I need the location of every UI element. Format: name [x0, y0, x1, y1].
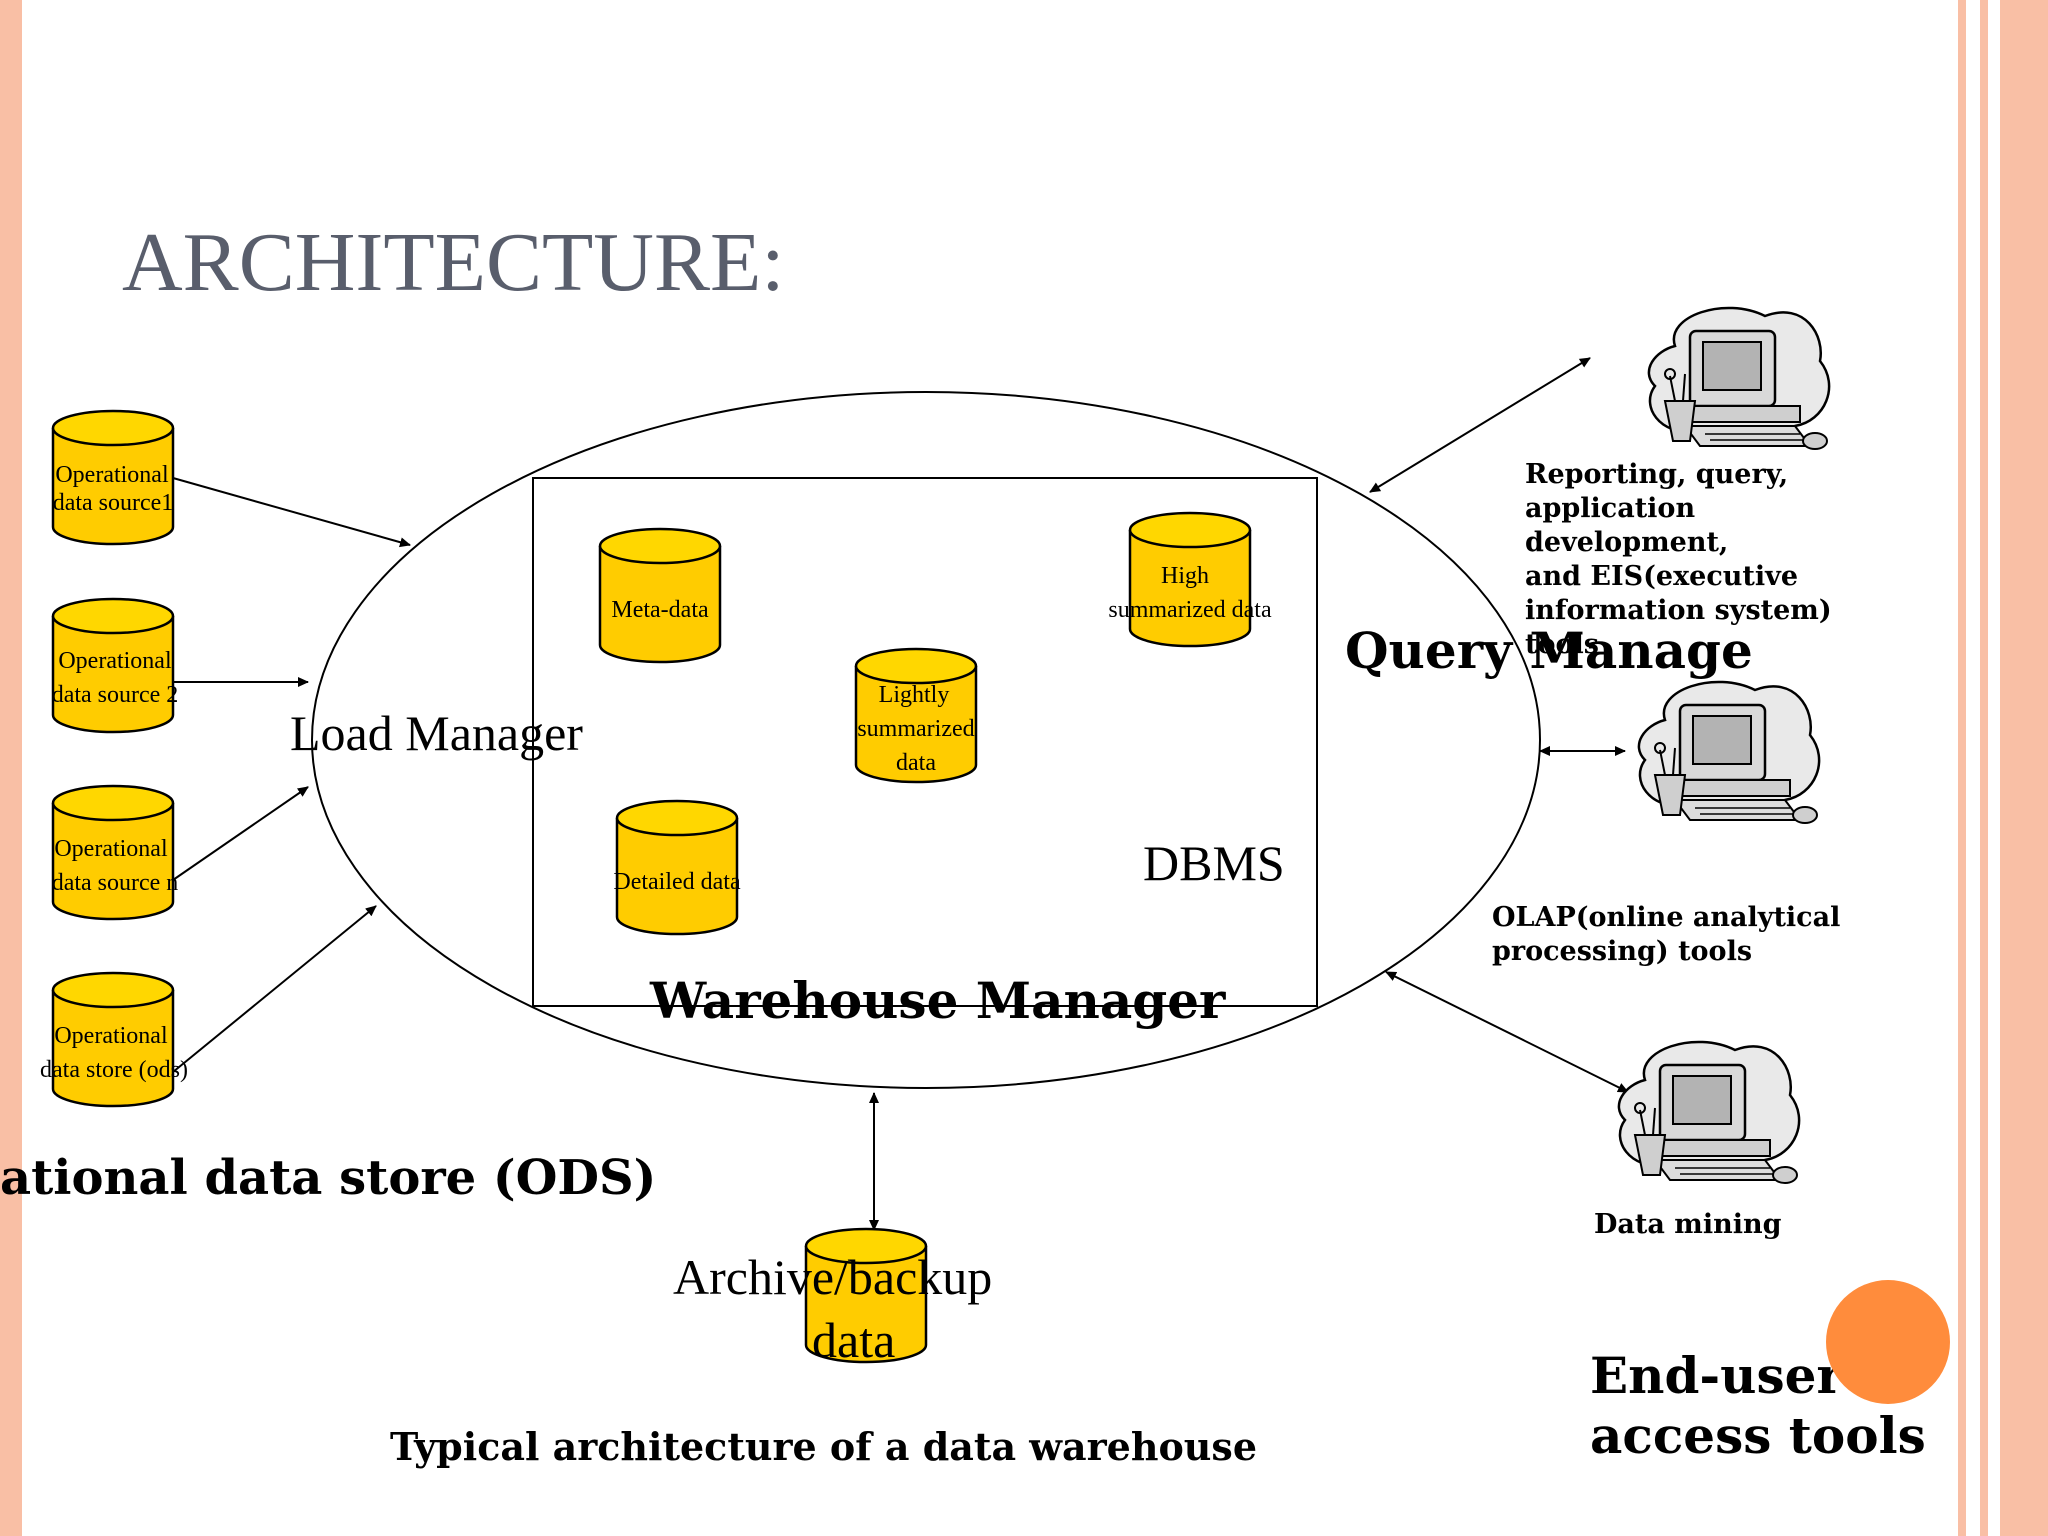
reporting-line-6: tools [1525, 629, 1599, 660]
end-user-line-2: access tools [1590, 1406, 1926, 1465]
arrow-source1 [172, 477, 411, 548]
arrow-data-mining [1385, 971, 1629, 1093]
end-user-line-1: End-user [1590, 1346, 1843, 1405]
lightly-summarized-line1: Lightly [879, 682, 950, 708]
meta-data-label: Meta-data [611, 597, 709, 623]
source-n-line1: Operational [54, 836, 168, 862]
olap-line-2: processing) tools [1492, 936, 1752, 967]
detailed-data-label: Detailed data [613, 869, 741, 895]
arrow-reporting-tools [1369, 357, 1591, 493]
dbms-label: DBMS [1143, 835, 1285, 891]
olap-computer-icon [1637, 680, 1821, 825]
source-1-line1: Operational [55, 462, 169, 488]
archive-line2: data [812, 1312, 895, 1368]
source-1-line2: data source1 [53, 490, 174, 516]
source-2-line1: Operational [58, 648, 172, 674]
reporting-line-5: information system) [1525, 595, 1832, 626]
source-n-line2: data source n [52, 870, 179, 896]
high-summarized-line1: High [1161, 563, 1209, 589]
source-2-line2: data source 2 [52, 682, 179, 708]
warehouse-manager-label: Warehouse Manager [649, 971, 1226, 1030]
arrow-source-n [172, 786, 309, 881]
data-mining-computer-icon [1617, 1040, 1801, 1185]
right-border-stripe-2 [1980, 0, 1988, 1536]
reporting-line-4: and EIS(executive [1525, 561, 1798, 592]
olap-line-1: OLAP(online analytical [1492, 902, 1840, 933]
left-border-stripe [0, 0, 22, 1536]
dbms-box [532, 477, 1318, 1007]
reporting-line-3: development, [1525, 527, 1728, 558]
reporting-computer-icon [1647, 306, 1831, 451]
data-warehouse-ellipse [311, 391, 1541, 1089]
data-mining-label: Data mining [1594, 1209, 1782, 1240]
right-border-stripe-3 [2000, 0, 2048, 1536]
ods-caption: ational data store (ODS) [0, 1150, 656, 1206]
reporting-line-1: Reporting, query, [1525, 459, 1788, 490]
meta-data-cylinder [598, 527, 722, 664]
archive-line1: Archive/backup [673, 1249, 992, 1305]
lightly-summarized-line2: summarized [857, 716, 974, 742]
ods-line2: data store (ods) [40, 1057, 188, 1083]
right-border-stripe-1 [1958, 0, 1966, 1536]
lightly-summarized-line3: data [896, 750, 936, 776]
high-summarized-line2: summarized data [1108, 597, 1272, 623]
figure-caption: Typical architecture of a data warehouse [390, 1424, 1257, 1469]
orange-accent-circle [1826, 1280, 1950, 1404]
ods-line1: Operational [54, 1023, 168, 1049]
detailed-data-cylinder [615, 799, 739, 936]
slide-title: ARCHITECTURE: [122, 216, 785, 309]
reporting-line-2: application [1525, 493, 1695, 524]
query-manager-label: Query Manage [1345, 621, 1753, 680]
load-manager-label: Load Manager [290, 705, 583, 761]
arrow-ods [172, 905, 377, 1073]
